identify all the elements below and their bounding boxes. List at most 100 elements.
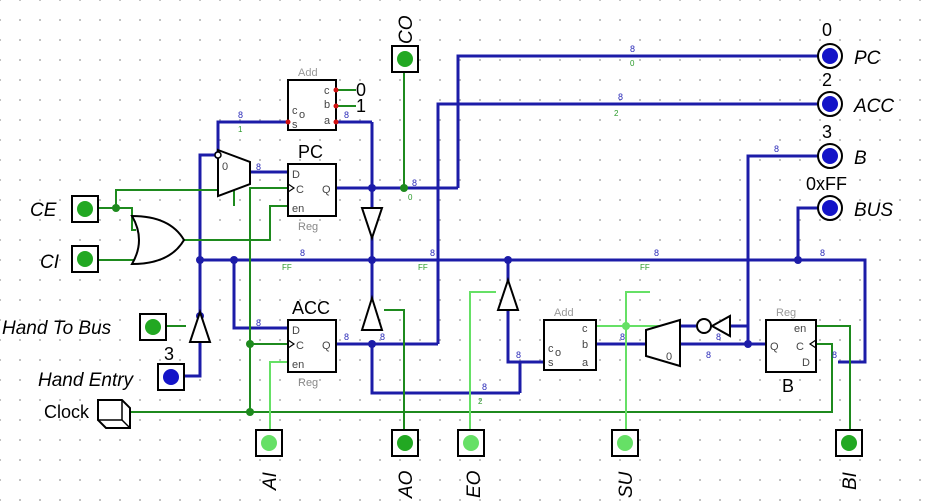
svg-text:8: 8 [256,162,261,172]
output-acc: 2 ACC [817,70,894,117]
or-gate[interactable] [130,214,186,266]
b-register[interactable]: Reg en C D Q B [765,307,817,396]
svg-text:c: c [548,343,554,355]
svg-text:CO: CO [396,15,417,44]
svg-text:PC: PC [298,142,323,162]
bus-wires [184,54,867,395]
svg-text:C: C [296,184,304,196]
svg-text:FF: FF [418,263,428,272]
svg-text:Reg: Reg [298,221,318,233]
svg-text:0: 0 [630,59,635,68]
signal-junctions [112,184,630,416]
svg-text:2: 2 [478,397,483,406]
input-hand-entry[interactable]: 3 Hand Entry [38,344,185,391]
svg-text:BUS: BUS [854,200,893,221]
input-clock[interactable]: Clock [44,399,131,429]
pin-bi[interactable]: BI [835,429,863,490]
svg-text:0: 0 [408,193,413,202]
svg-text:en: en [794,323,806,335]
svg-text:BI: BI [840,471,861,490]
pin-eo[interactable]: EO [457,429,485,498]
svg-text:FF: FF [640,263,650,272]
buffer-co[interactable] [360,207,384,242]
svg-text:b: b [324,99,330,111]
svg-text:8: 8 [344,332,349,342]
svg-text:a: a [324,115,331,127]
svg-text:1: 1 [356,96,366,116]
acc-register[interactable]: ACC D C en Q Reg [287,298,337,389]
svg-text:8: 8 [774,144,779,154]
svg-text:EO: EO [464,470,485,498]
svg-text:D: D [292,325,300,337]
svg-text:D: D [292,169,300,181]
svg-text:0: 0 [822,20,832,40]
svg-text:3: 3 [164,344,174,364]
svg-text:PC: PC [854,48,881,69]
inverter[interactable] [696,314,731,338]
pin-ai[interactable]: AI [255,429,283,491]
svg-text:C: C [796,341,804,353]
buffer-hand[interactable] [188,308,212,343]
svg-text:8: 8 [618,92,623,102]
input-hand-to-bus[interactable]: Hand To Bus [2,313,167,341]
bus-width-labels: 8 0 8 2 8 8 1 8 8 8 0 8 FF 8 FF 8 FF 8 8… [238,44,837,406]
svg-text:C: C [296,340,304,352]
svg-text:8: 8 [412,178,417,188]
svg-text:a: a [582,357,589,369]
svg-text:en: en [292,203,304,215]
svg-text:o: o [299,109,305,121]
svg-text:8: 8 [256,318,261,328]
svg-text:Hand Entry: Hand Entry [38,370,135,391]
svg-text:c: c [582,323,588,335]
adder-top[interactable]: Add c b a c o s 0 1 [285,67,367,131]
svg-text:D: D [802,357,810,369]
svg-text:8: 8 [482,382,487,392]
svg-text:3: 3 [822,122,832,142]
svg-text:AO: AO [396,470,417,499]
svg-text:0xFF: 0xFF [806,174,847,194]
svg-text:s: s [548,357,554,369]
svg-text:B: B [782,376,794,396]
svg-text:0: 0 [666,351,672,363]
mux-pc[interactable]: 0 [214,148,251,198]
svg-text:8: 8 [620,332,625,342]
svg-text:B: B [854,148,867,169]
svg-text:o: o [555,347,561,359]
svg-text:Hand To Bus: Hand To Bus [2,318,112,339]
buffer-eo[interactable] [496,276,520,311]
input-ci[interactable]: CI [40,245,99,273]
svg-text:8: 8 [238,110,243,120]
svg-text:8: 8 [380,332,385,342]
svg-text:en: en [292,359,304,371]
svg-text:Reg: Reg [298,377,318,389]
svg-text:s: s [292,119,298,131]
input-ce[interactable]: CE [30,195,99,223]
svg-text:8: 8 [630,44,635,54]
pin-su[interactable]: SU [611,429,639,498]
adder-mid[interactable]: Add c b a c o s [543,307,597,371]
svg-text:8: 8 [654,248,659,258]
svg-text:SU: SU [616,471,637,498]
pin-ao[interactable]: AO [391,429,419,499]
mux-sub[interactable]: 0 [645,318,681,368]
svg-text:Q: Q [322,340,331,352]
svg-text:8: 8 [300,248,305,258]
svg-text:0: 0 [222,161,228,173]
svg-text:8: 8 [820,248,825,258]
svg-text:8: 8 [716,332,721,342]
output-b: 3 B [817,122,867,169]
svg-text:1: 1 [238,125,243,134]
svg-text:Q: Q [770,341,779,353]
svg-text:AI: AI [260,471,281,491]
pc-register[interactable]: PC D C en Q Reg [287,142,337,233]
svg-text:8: 8 [516,350,521,360]
pin-co[interactable]: CO [391,15,419,73]
svg-text:CE: CE [30,200,57,221]
svg-text:Add: Add [298,67,318,79]
svg-text:ACC: ACC [292,298,330,318]
buffer-ao[interactable] [360,294,384,331]
svg-text:2: 2 [822,70,832,90]
svg-text:8: 8 [344,110,349,120]
